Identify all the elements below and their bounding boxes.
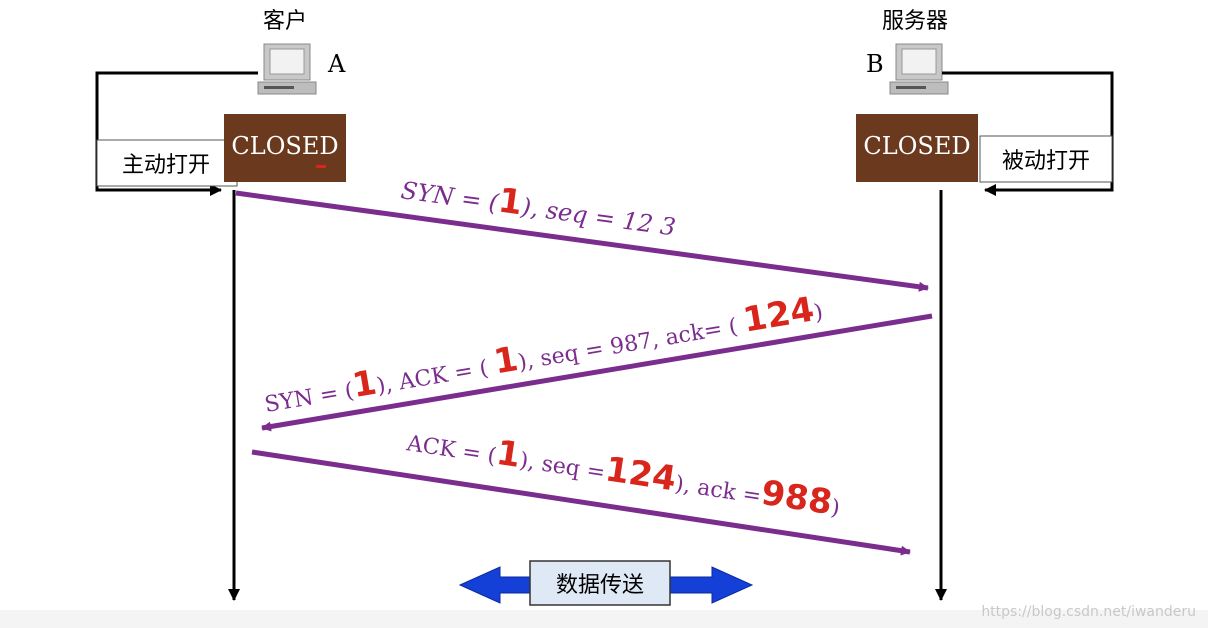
client-open-label: 主动打开 xyxy=(122,153,210,178)
server-title: 服务器 xyxy=(882,9,948,34)
message-text: SYN = ( xyxy=(263,378,356,417)
server-state-box xyxy=(856,114,978,182)
message-text: ), seq = xyxy=(518,448,607,486)
message-text: ) xyxy=(829,495,841,521)
client-title: 客户 xyxy=(263,9,307,34)
highlighted-value: 124 xyxy=(740,289,817,340)
message-text: ), ack = xyxy=(673,472,763,510)
message-text: ) xyxy=(812,300,825,326)
highlighted-value: 124 xyxy=(603,449,679,499)
client-open-loop xyxy=(95,71,258,196)
client-state-mark xyxy=(316,165,326,168)
server-state: CLOSED xyxy=(863,132,970,160)
server-open-label: 被动打开 xyxy=(1002,149,1090,174)
client-state-box xyxy=(224,114,346,182)
client-computer-icon xyxy=(257,43,317,95)
message-3-arrow xyxy=(251,449,911,556)
bottom-band xyxy=(0,610,1208,628)
highlighted-value: 1 xyxy=(494,433,523,476)
message-1-arrow xyxy=(235,190,929,292)
server-open-box xyxy=(979,135,1113,183)
message-2-label: SYN = (1), ACK = ( 1), seq = 987, ack= (… xyxy=(261,288,826,421)
watermark: https://blog.csdn.net/iwanderu xyxy=(981,604,1196,620)
highlighted-value: 988 xyxy=(759,473,835,523)
server-letter: B xyxy=(866,50,884,78)
message-3-label: ACK = (1), seq =124), ack =988) xyxy=(404,419,844,524)
data-transfer-box xyxy=(529,560,671,606)
server-computer-icon xyxy=(889,43,949,95)
message-text: SYN = ( xyxy=(399,176,501,217)
server-open-loop xyxy=(942,71,1114,196)
message-2-arrow xyxy=(261,313,933,432)
message-text: ACK = ( xyxy=(404,431,498,469)
data-transfer-label: 数据传送 xyxy=(556,573,644,598)
highlighted-value: 1 xyxy=(496,181,525,224)
client-letter: A xyxy=(327,50,346,78)
client-state: CLOSED xyxy=(231,132,338,160)
